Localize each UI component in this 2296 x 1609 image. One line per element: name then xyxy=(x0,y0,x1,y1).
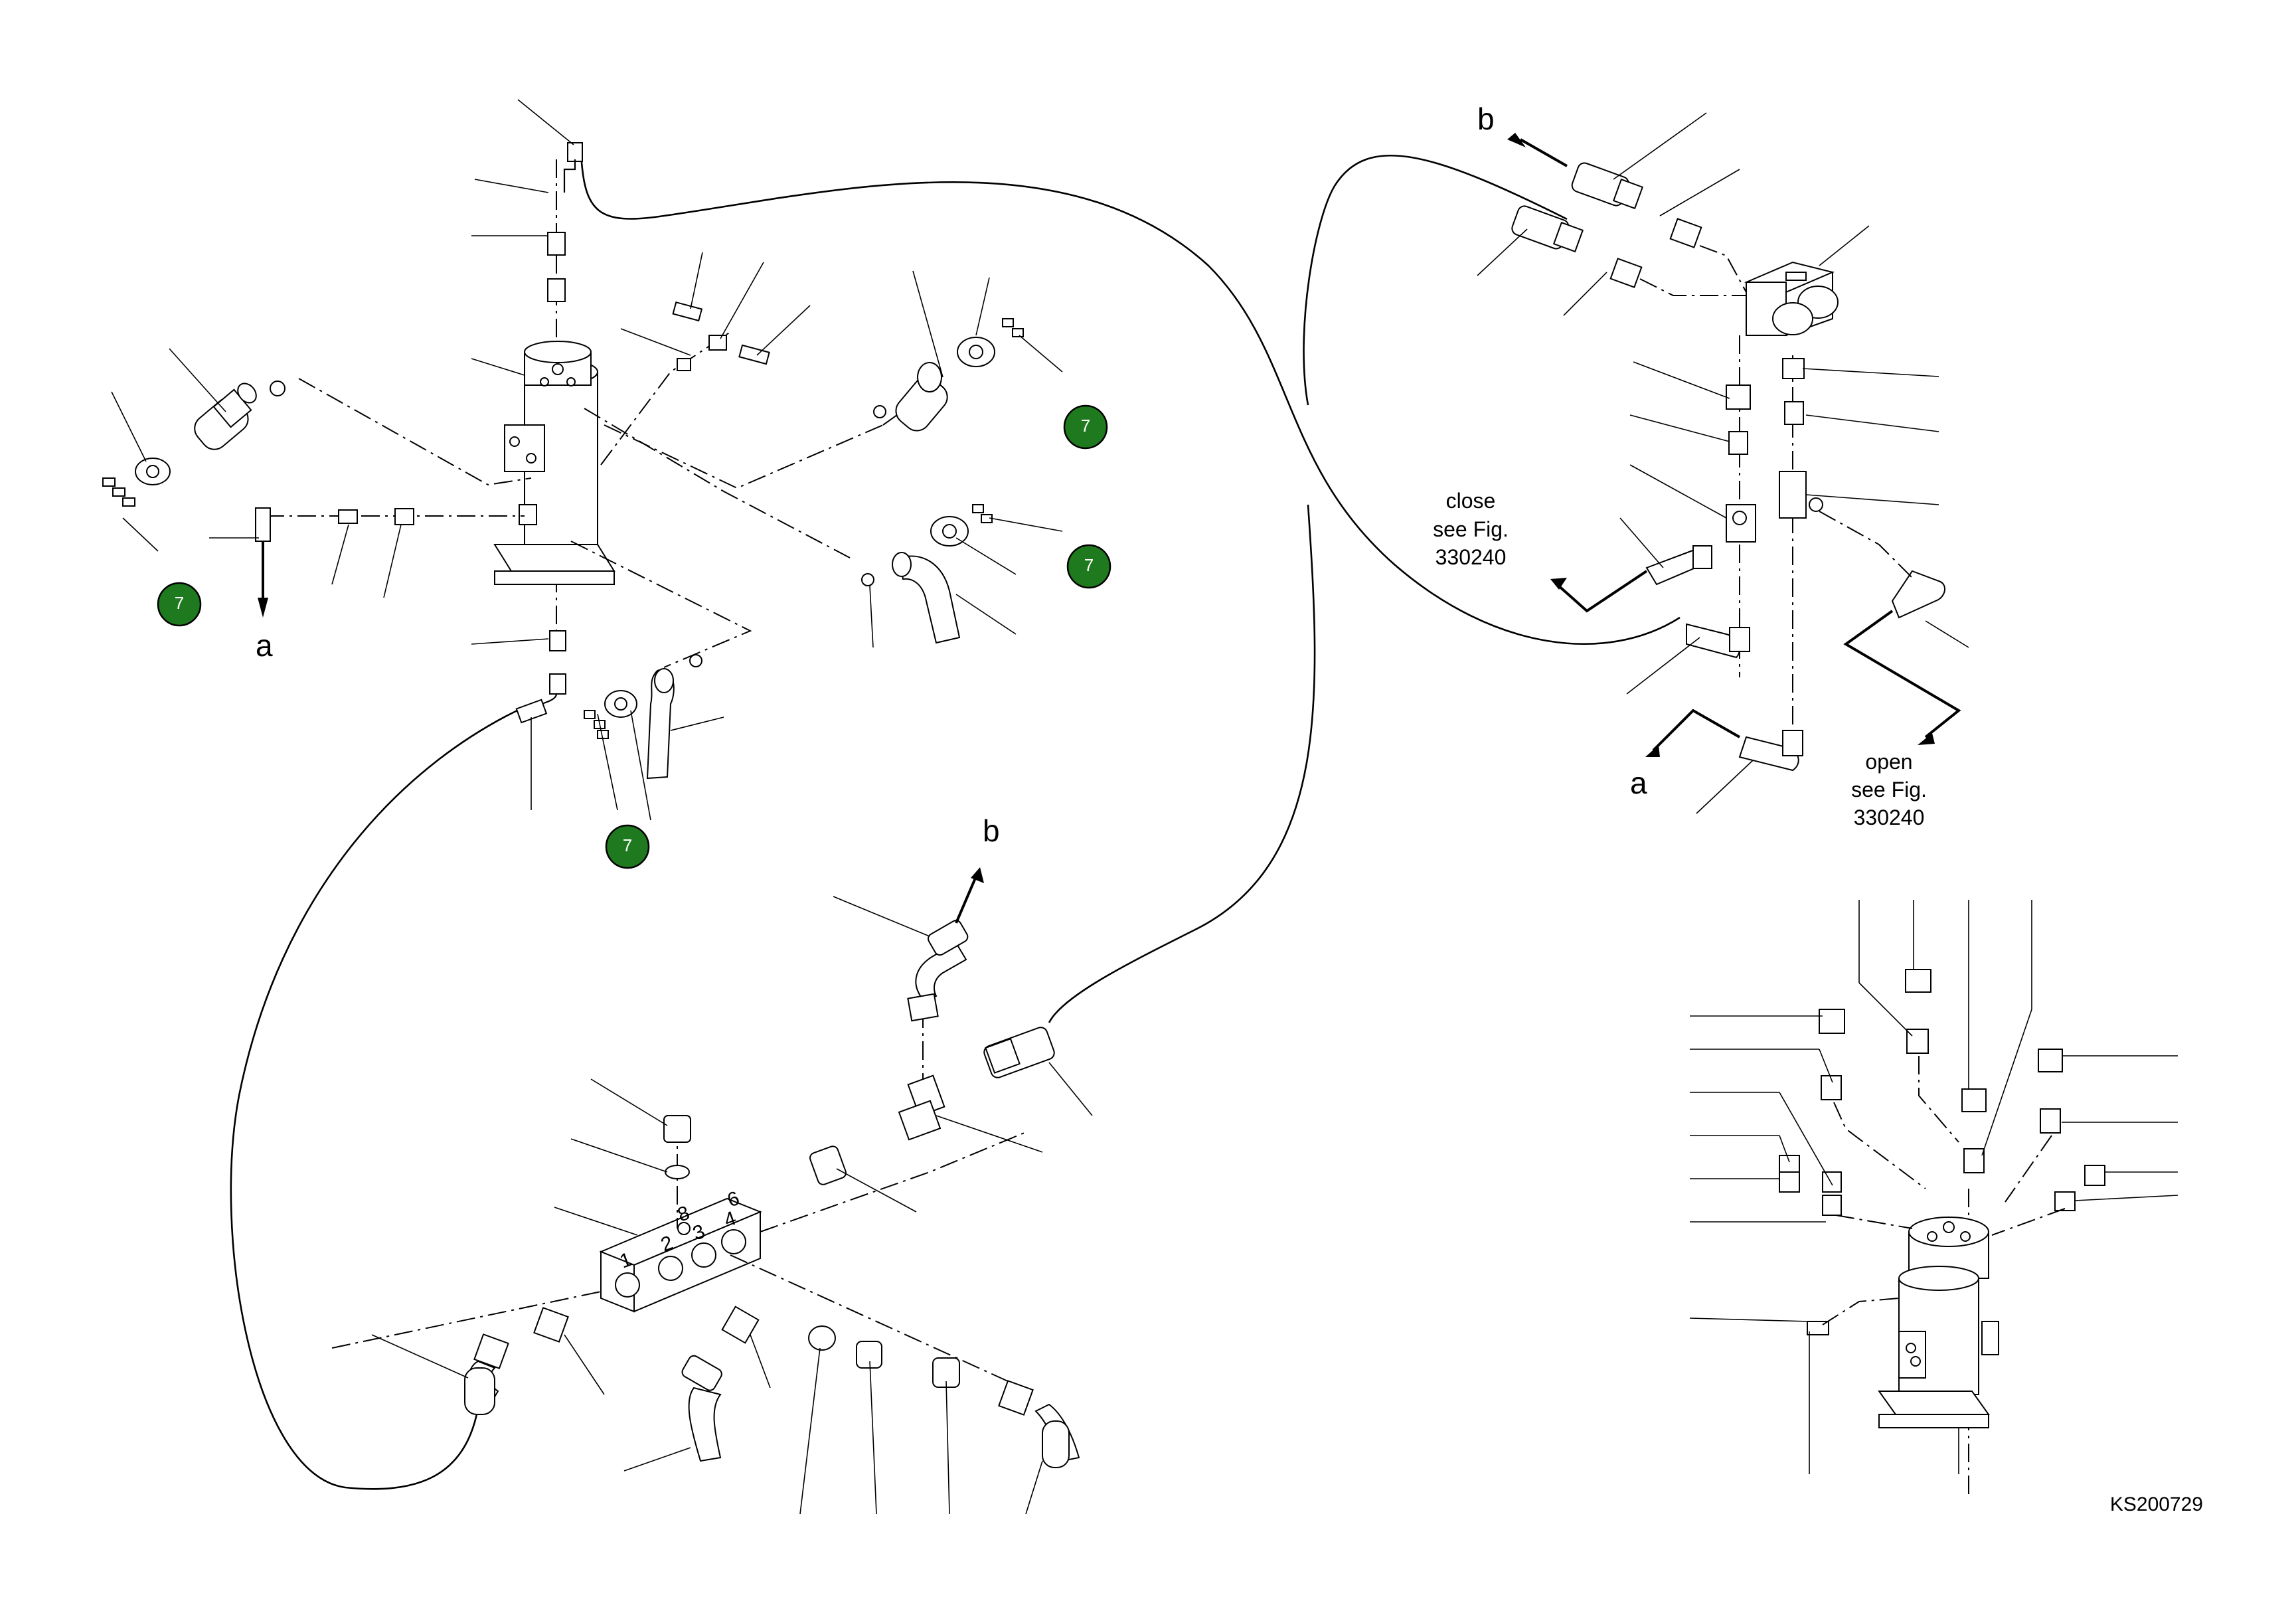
leader-lines-bottom-right xyxy=(1689,900,2178,1474)
rotary-joint-bottom-right xyxy=(1779,969,2105,1494)
fittings-top-center xyxy=(584,301,1024,780)
manifold-bottom-center xyxy=(331,867,1080,1468)
note-close-line1: close xyxy=(1446,489,1496,513)
figure-id: KS200729 xyxy=(2110,1493,2203,1515)
leader-lines-top-right xyxy=(1477,112,1969,814)
note-open-line1: open xyxy=(1865,750,1912,774)
leader-lines-top-left xyxy=(111,99,1063,821)
hose-routes xyxy=(230,152,1681,1490)
note-open-line2: see Fig. xyxy=(1851,778,1927,802)
valve-assembly-top-right xyxy=(1507,133,1961,772)
diagram-labels: a a b b close see Fig. 330240 open see F… xyxy=(256,102,2203,1515)
reference-marker-number: 7 xyxy=(175,593,184,613)
rotary-joint-top-left xyxy=(493,142,615,724)
label-a-left: a xyxy=(256,628,273,663)
label-b-mid: b xyxy=(983,813,1000,848)
reference-marker-number: 7 xyxy=(1081,416,1090,436)
fittings-left-group xyxy=(102,381,414,618)
leader-lines-bottom-center xyxy=(371,896,1093,1515)
note-close-line2: see Fig. xyxy=(1433,517,1509,541)
reference-marker-number: 7 xyxy=(1084,555,1094,575)
reference-marker[interactable]: 7 xyxy=(1063,404,1108,450)
reference-marker[interactable]: 7 xyxy=(605,824,650,869)
reference-marker-number: 7 xyxy=(623,835,632,855)
note-open-line3: 330240 xyxy=(1854,805,1925,829)
note-close-line3: 330240 xyxy=(1435,545,1507,569)
reference-marker[interactable]: 7 xyxy=(1066,544,1111,589)
label-b-top: b xyxy=(1477,102,1495,136)
reference-marker[interactable]: 7 xyxy=(157,582,202,627)
label-a-right: a xyxy=(1630,766,1647,800)
